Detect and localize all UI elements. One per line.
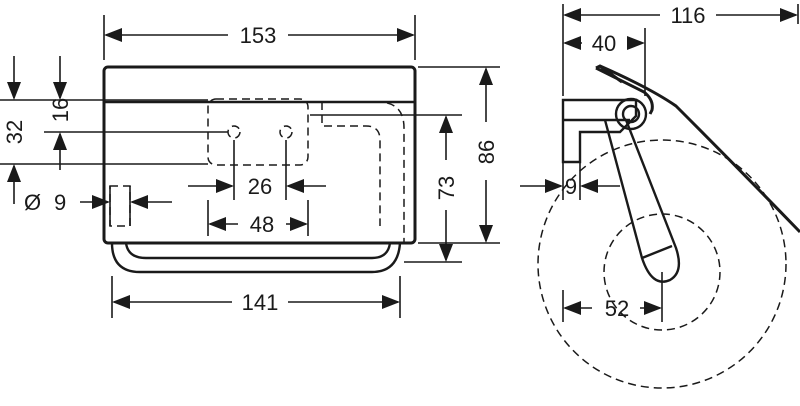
dim-153-arrow-left xyxy=(104,28,122,42)
dim-141-arrow-left xyxy=(112,295,130,309)
bottom-rail xyxy=(110,242,402,274)
dim-26-arrow-right xyxy=(286,179,304,193)
dim-roll-core-label: 52 xyxy=(605,296,629,321)
dim-26-arrow-left xyxy=(216,179,234,193)
dim-9-arrow-right xyxy=(130,195,148,209)
dim-141-arrow-right xyxy=(382,295,400,309)
dim-height-body-label: 73 xyxy=(434,176,459,200)
dim-width-bottom-label: 141 xyxy=(242,290,279,315)
dim-40-arrow-right xyxy=(627,36,645,50)
dim-height-total-label: 86 xyxy=(474,140,499,164)
dim-height-shelf-label: 16 xyxy=(48,98,73,122)
dim-arm-thickness-label: 9 xyxy=(565,174,577,199)
dim-116-arrow-right xyxy=(780,8,798,22)
dim-52-arrow-right xyxy=(644,301,662,315)
dim-86-arrow-bottom xyxy=(479,225,493,243)
dim-73-arrow-bottom xyxy=(439,244,453,262)
dim-16-arrow-top xyxy=(53,82,67,100)
dim-width-top-label: 153 xyxy=(240,23,277,48)
dim-116-arrow-left xyxy=(563,8,581,22)
cover-flap xyxy=(595,64,800,234)
dim-153-arrow-right xyxy=(397,28,415,42)
mounting-hole-left xyxy=(227,125,241,139)
dim-arm-arrow-right xyxy=(580,179,598,193)
side-view: 116 40 9 52 xyxy=(520,3,800,389)
arm-hidden xyxy=(321,101,405,242)
dim-diameter-label: 9 xyxy=(54,190,66,215)
front-view: 153 141 86 73 26 xyxy=(0,15,500,318)
dim-9-arrow-left xyxy=(92,195,110,209)
roll-arm xyxy=(603,119,681,283)
roll-core-outline xyxy=(603,213,721,331)
wall-bracket xyxy=(561,98,638,164)
dim-86-arrow-top xyxy=(479,67,493,85)
dim-48-arrow-left xyxy=(208,217,226,231)
dim-73-arrow-top xyxy=(439,115,453,133)
dim-hole-spacing-label: 26 xyxy=(248,174,272,199)
hinge-outer xyxy=(614,97,648,131)
pin-hidden xyxy=(109,185,131,227)
holder-body-outline xyxy=(102,65,417,245)
dim-depth-bracket-label: 40 xyxy=(592,31,616,56)
paper-roll-outline xyxy=(537,139,787,389)
bottom-rail-inner xyxy=(124,242,392,260)
dim-diameter-symbol: Ø xyxy=(24,190,41,215)
dim-48-arrow-right xyxy=(290,217,308,231)
roll-arm-end xyxy=(641,244,673,260)
hinge-inner xyxy=(621,104,641,124)
dim-16-arrow-bottom xyxy=(53,132,67,150)
dim-arm-arrow-left xyxy=(545,179,563,193)
dim-32-arrow-top xyxy=(7,82,21,100)
dim-52-arrow-left xyxy=(563,301,581,315)
dim-32-arrow-bottom xyxy=(7,164,21,182)
dim-depth-total-label: 116 xyxy=(670,3,705,28)
mounting-hole-right xyxy=(279,125,293,139)
dim-height-holes-label: 32 xyxy=(2,120,27,144)
dim-40-arrow-left xyxy=(563,36,581,50)
dim-plate-width-label: 48 xyxy=(250,212,274,237)
